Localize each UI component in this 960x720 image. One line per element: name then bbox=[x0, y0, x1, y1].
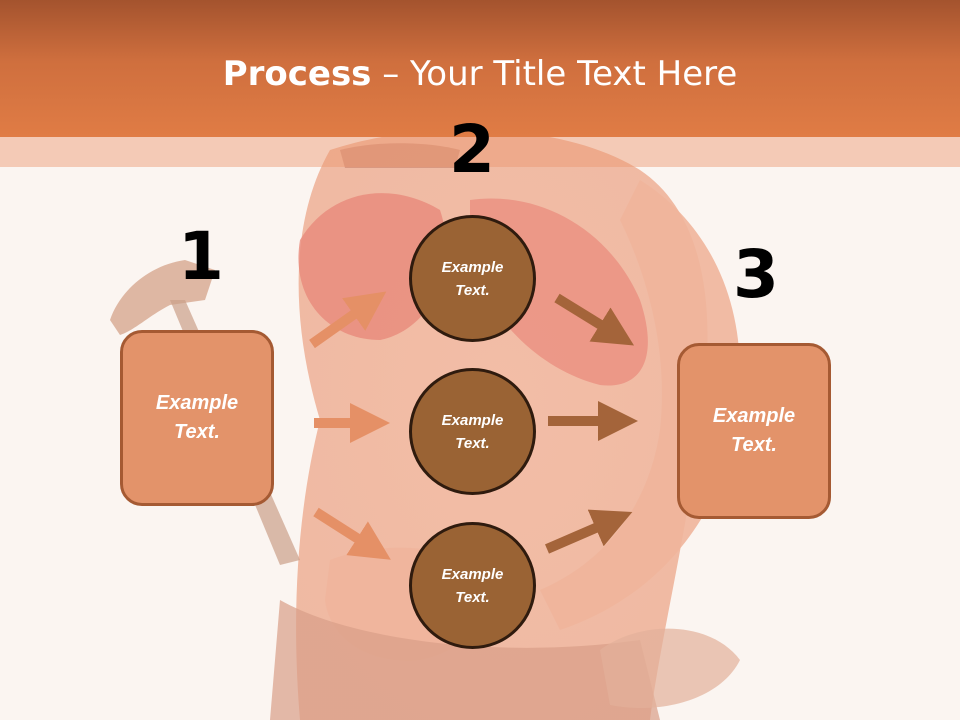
left-text-box: Example Text. bbox=[120, 330, 274, 506]
step-number-3: 3 bbox=[733, 236, 779, 313]
circle-top: Example Text. bbox=[409, 215, 536, 342]
circle-middle: Example Text. bbox=[409, 368, 536, 495]
header-band bbox=[0, 0, 960, 137]
title-bold: Process bbox=[222, 54, 372, 94]
title-rest: – Your Title Text Here bbox=[371, 54, 738, 94]
step-number-1: 1 bbox=[178, 218, 224, 295]
step-number-2: 2 bbox=[449, 111, 495, 188]
slide-title: Process – Your Title Text Here bbox=[0, 52, 960, 96]
header-stripe bbox=[0, 137, 960, 167]
circle-bottom: Example Text. bbox=[409, 522, 536, 649]
right-text-box: Example Text. bbox=[677, 343, 831, 519]
